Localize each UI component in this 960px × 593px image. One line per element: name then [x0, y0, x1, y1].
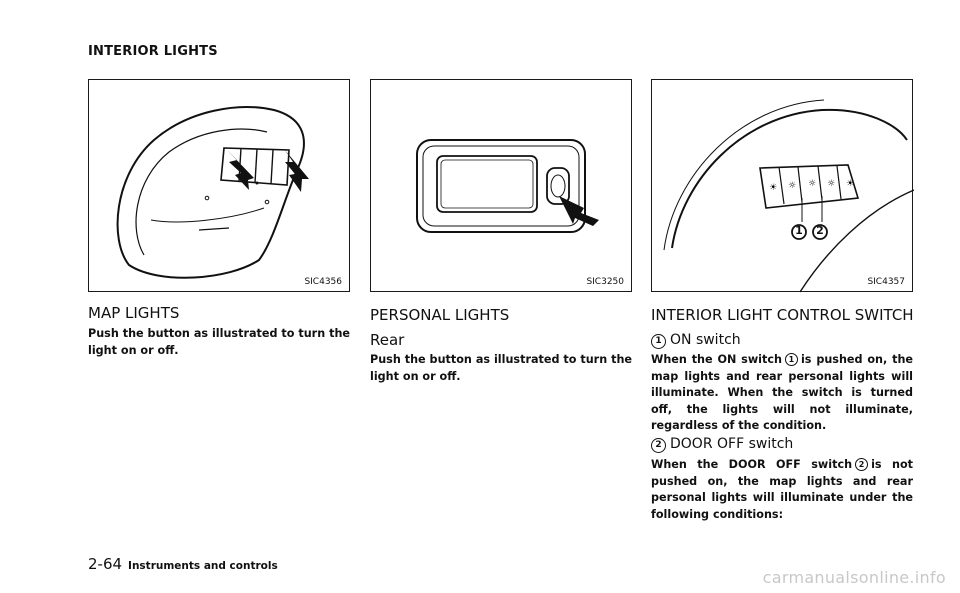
callout-1: 1 — [795, 224, 803, 237]
map-lights-figure: SIC4356 — [88, 79, 350, 292]
control-switch-heading: INTERIOR LIGHT CONTROL SWITCH — [651, 306, 914, 324]
svg-text:☀: ☀ — [846, 179, 854, 189]
svg-text:☀: ☀ — [769, 183, 777, 193]
personal-lights-heading: PERSONAL LIGHTS — [370, 306, 510, 324]
number-2-icon: 2 — [651, 438, 666, 453]
number-2-icon: 2 — [855, 458, 869, 471]
control-switch-figure: ☀ ☼ ☼ ☼ ☀ 1 2 SIC4357 — [651, 79, 914, 293]
map-lights-text: Push the button as illustrated to turn t… — [88, 327, 350, 357]
door-off-label: DOOR OFF switch — [670, 436, 794, 452]
para1-pre: When the ON switch — [651, 353, 782, 366]
personal-lights-text: Push the button as illustrated to turn t… — [370, 353, 632, 383]
page-header: INTERIOR LIGHTS — [88, 44, 218, 59]
personal-lights-figure: SIC3250 — [370, 79, 632, 292]
callout-2: 2 — [816, 224, 824, 237]
on-switch-label: ON switch — [670, 332, 741, 348]
page-number: 2-64 — [88, 555, 123, 573]
number-1-icon: 1 — [651, 334, 666, 349]
figure-code: SIC4356 — [304, 277, 342, 287]
control-switch-illustration: ☀ ☼ ☼ ☼ ☀ — [663, 99, 914, 293]
personal-lights-body: Push the button as illustrated to turn t… — [370, 352, 632, 385]
map-lights-illustration — [116, 106, 309, 279]
map-lights-body: Push the button as illustrated to turn t… — [88, 326, 350, 359]
figure-code: SIC3250 — [586, 277, 624, 287]
para2-post: is not pushed on, the map lights and rea… — [651, 458, 914, 521]
page-footer: 2-64 Instruments and controls — [88, 554, 278, 573]
figure-code: SIC4357 — [867, 277, 905, 287]
personal-lights-illustration — [416, 139, 599, 233]
para1-post: is pushed on, the map lights and rear pe… — [651, 353, 914, 433]
para2-pre: When the DOOR OFF switch — [651, 458, 853, 471]
svg-text:☼: ☼ — [788, 181, 796, 191]
svg-text:☼: ☼ — [827, 179, 835, 189]
on-switch-subheading: 1 ON switch — [651, 332, 741, 349]
svg-text:☼: ☼ — [808, 179, 816, 189]
watermark: carmanualsonline.info — [762, 568, 946, 587]
personal-lights-subheading: Rear — [370, 331, 405, 349]
section-title: Instruments and controls — [128, 560, 278, 572]
number-1-icon: 1 — [784, 353, 798, 366]
door-off-subheading: 2 DOOR OFF switch — [651, 436, 793, 453]
map-lights-heading: MAP LIGHTS — [88, 304, 180, 322]
